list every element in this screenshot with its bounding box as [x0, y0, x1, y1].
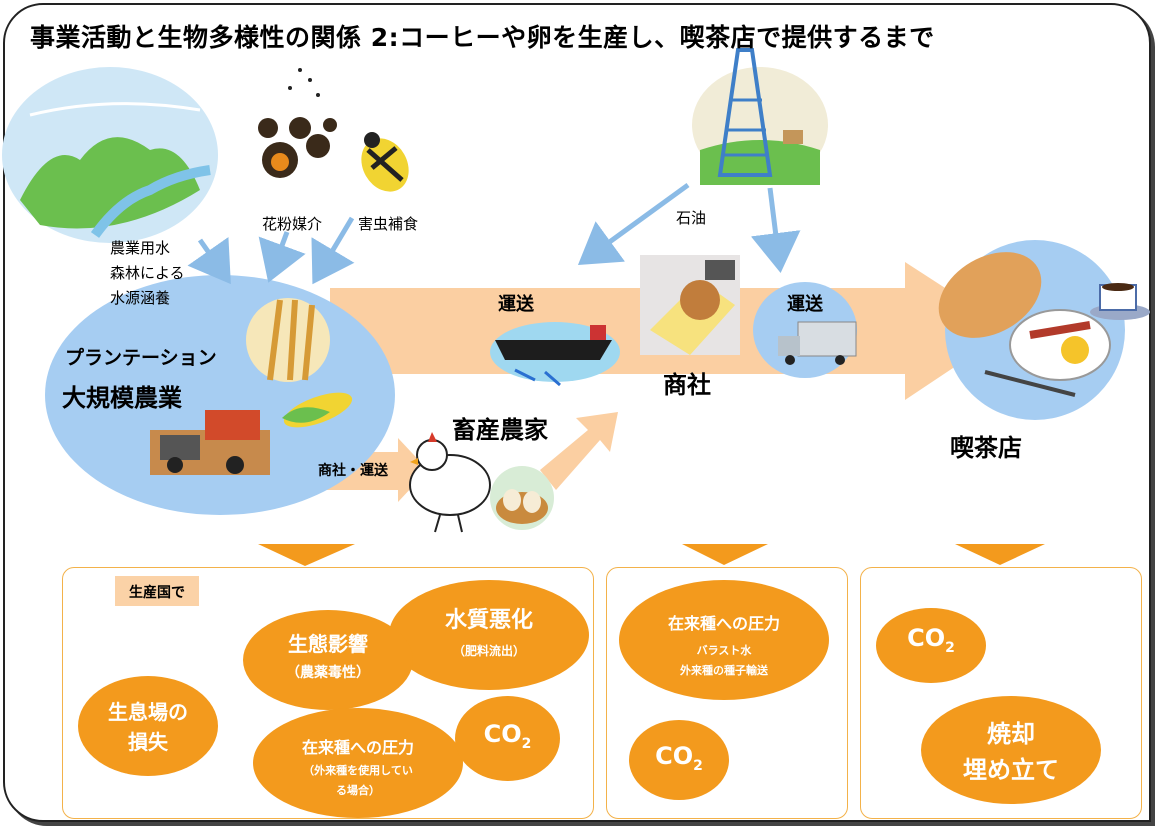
co2-label-2: CO2	[655, 742, 703, 774]
co2-blob-1: CO2	[455, 696, 560, 781]
pollination-arrow	[258, 231, 306, 283]
chicken-icon	[409, 432, 491, 533]
harvester-icon	[150, 410, 270, 475]
water-arrow	[187, 236, 231, 285]
disposal-panel: CO2 焼却 埋め立て	[860, 567, 1142, 819]
plantation-label: プランテーション	[65, 347, 217, 369]
water-quality-sub: （肥料流出）	[452, 644, 525, 658]
water-quality-blob: 水質悪化 （肥料流出）	[389, 580, 589, 690]
co2-blob-2: CO2	[629, 720, 729, 800]
habitat-loss-blob: 生息場の 損失	[78, 676, 218, 776]
eco-impact-label: 生態影響	[288, 632, 368, 656]
native-pressure-blob: 在来種への圧力 （外来種を使用してい る場合）	[253, 708, 463, 818]
pollination-label: 花粉媒介	[262, 215, 323, 233]
habitat-label-line2: 損失	[128, 730, 168, 754]
livestock-label: 畜産農家	[452, 416, 548, 444]
oil-derrick-icon	[692, 48, 828, 185]
truck-icon	[778, 321, 857, 365]
landscape-river-icon	[2, 67, 218, 243]
wheat-icon	[246, 298, 330, 382]
ladybug-icon	[361, 132, 409, 192]
native-sub-line2: る場合）	[336, 784, 380, 797]
large-scale-label: 大規模農業	[62, 384, 182, 412]
native-pressure-blob-2: 在来種への圧力 バラスト水 外来種の種子輸送	[619, 580, 829, 700]
oil-label: 石油	[676, 209, 707, 227]
water-label-line3: 水源涵養	[110, 289, 171, 307]
burn-landfill-blob: 焼却 埋め立て	[921, 696, 1101, 804]
bees-icon	[258, 68, 337, 178]
coffee-cup-icon	[1090, 283, 1150, 320]
native-sub-line1: （外来種を使用してい	[303, 764, 413, 777]
page-title: 事業活動と生物多様性の関係 2:コーヒーや卵を生産し、喫茶店で提供するまで	[30, 23, 935, 52]
transport-label-2: 運送	[787, 294, 823, 315]
co2-label-1: CO2	[483, 720, 532, 752]
habitat-label-line1: 生息場の	[108, 700, 188, 724]
landfill-label: 埋め立て	[963, 756, 1059, 784]
water-quality-label: 水質悪化	[444, 608, 533, 633]
pest-predation-label: 害虫補食	[358, 215, 419, 233]
eco-impact-blob: 生態影響 （農薬毒性）	[243, 610, 413, 710]
cafe-label: 喫茶店	[950, 434, 1022, 462]
down-arrow-2	[682, 544, 768, 565]
trade-transport-label: 商社・運送	[318, 463, 388, 479]
livestock-flow-arrow	[540, 412, 618, 490]
trading-company-label: 商社	[663, 371, 711, 399]
pest-arrow	[311, 216, 355, 285]
producer-country-tag: 生産国で	[115, 576, 199, 606]
breakfast-plate-icon	[938, 252, 1111, 397]
native-pressure-label: 在来種への圧力	[301, 738, 414, 757]
oil-arrow-left	[577, 182, 690, 265]
water-label-line2: 森林による	[110, 264, 185, 282]
burn-label: 焼却	[987, 720, 1035, 748]
tanker-ship-icon	[490, 322, 620, 387]
down-arrow-3	[955, 544, 1045, 565]
producer-country-panel: 生産国で 水質悪化 （肥料流出） 生態影響 （農薬毒性） 生息場の 損失 在来種…	[62, 567, 594, 819]
co2-label-3: CO2	[907, 624, 955, 656]
egg-basket-icon	[490, 466, 554, 530]
transport-label-1: 運送	[498, 294, 534, 315]
co2-blob-3: CO2	[876, 608, 986, 683]
merchant-office-icon	[640, 255, 740, 355]
transport-panel: 在来種への圧力 バラスト水 外来種の種子輸送 CO2	[606, 567, 848, 819]
ballast-label: バラスト水	[696, 644, 752, 657]
water-label-line1: 農業用水	[110, 239, 171, 257]
eco-impact-sub: （農薬毒性）	[286, 665, 370, 681]
oil-arrow-down	[750, 187, 801, 273]
corn-icon	[282, 392, 353, 428]
seed-transport-label: 外来種の種子輸送	[680, 664, 768, 677]
native-pressure-label-2: 在来種への圧力	[667, 614, 780, 633]
down-arrow-1	[258, 544, 355, 566]
